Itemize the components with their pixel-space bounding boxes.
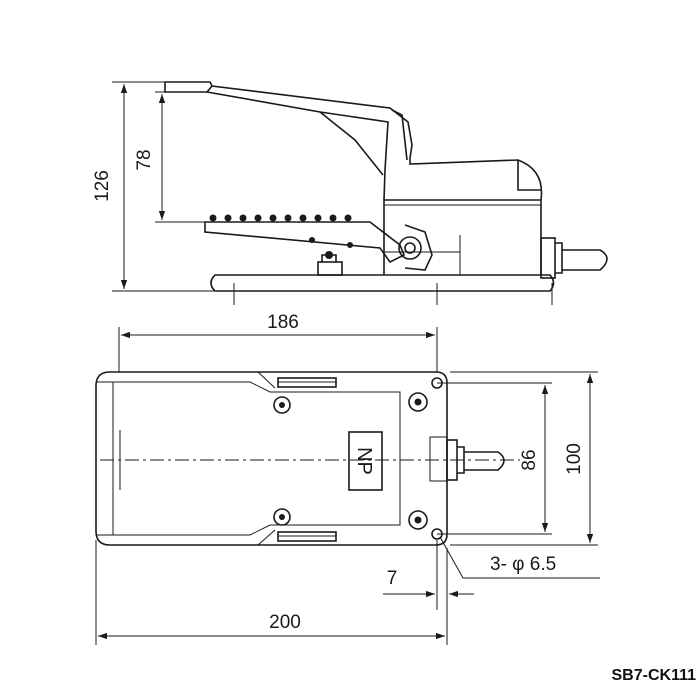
switch-box <box>429 436 448 482</box>
plunger-ball <box>325 251 333 259</box>
dim-edge-offset: 7 <box>387 568 398 589</box>
np-label-box <box>348 431 383 491</box>
side-view: 126 78 <box>92 81 608 305</box>
base-plate <box>210 274 555 292</box>
dim-hole-spacing: 86 <box>519 449 540 470</box>
dim-base-length: 200 <box>269 612 301 633</box>
screw-bottom-left <box>273 508 291 526</box>
hole-leader <box>439 536 600 579</box>
dim-pedal-height: 78 <box>134 149 155 170</box>
pivot-roller <box>398 236 422 260</box>
screw-bottom-right <box>408 510 428 530</box>
dim-holes: 3- φ 6.5 <box>490 554 556 575</box>
top-view: 186 <box>95 312 600 645</box>
dim-overall-height: 126 <box>92 170 113 202</box>
pedal-plate <box>204 221 406 264</box>
dim-pedal-length: 186 <box>267 312 299 333</box>
dim-base-width: 100 <box>564 443 585 475</box>
np-label: NP <box>353 447 375 475</box>
cable-gland <box>540 237 608 279</box>
rubber-studs <box>209 214 353 248</box>
pedal-outline <box>112 381 401 536</box>
hinge-top <box>257 371 337 389</box>
model-label: SB7-CK111 <box>612 667 697 684</box>
screw-top-left <box>273 396 291 414</box>
screw-top-right <box>408 392 428 412</box>
pedal-top <box>165 81 543 201</box>
hinge-bottom <box>257 529 337 546</box>
base-outline <box>95 371 448 546</box>
